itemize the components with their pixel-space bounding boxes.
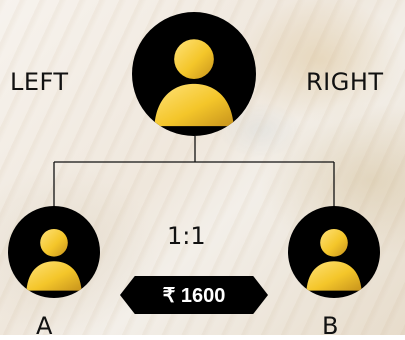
child-b-label: B <box>322 312 339 340</box>
ratio-label: 1:1 <box>167 222 206 250</box>
child-a-label: A <box>36 312 53 340</box>
user-icon <box>306 229 362 291</box>
price-badge: ₹ 1600 <box>120 276 268 314</box>
top-user-avatar[interactable] <box>132 12 256 136</box>
child-a-avatar[interactable] <box>8 206 100 298</box>
user-icon <box>154 39 234 127</box>
user-icon <box>26 229 82 291</box>
child-b-avatar[interactable] <box>288 206 380 298</box>
price-text: ₹ 1600 <box>162 284 226 307</box>
right-label: RIGHT <box>306 68 384 96</box>
left-label: LEFT <box>10 68 69 96</box>
